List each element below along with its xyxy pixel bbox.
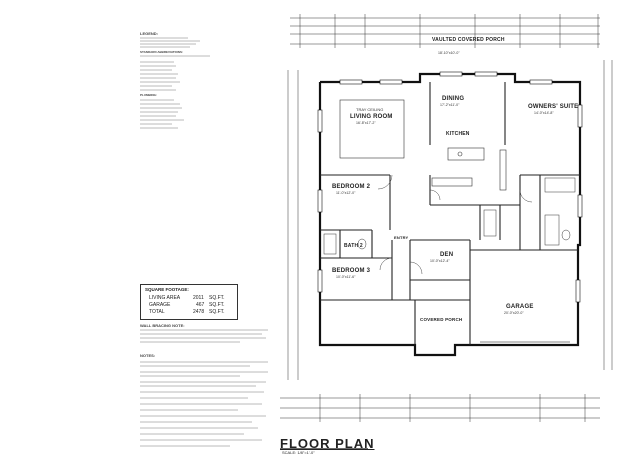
- title-block: FLOOR PLAN: [280, 435, 375, 453]
- plan-title: FLOOR PLAN: [280, 436, 375, 451]
- notes-text-lines: [140, 361, 268, 447]
- room-label-vaulted-porch: VAULTED COVERED PORCH: [432, 37, 505, 43]
- sqft-value-living: 2011: [193, 295, 204, 301]
- room-label-kitchen: KITCHEN: [446, 131, 470, 137]
- sqft-label-total: TOTAL: [149, 309, 165, 315]
- wall-bracing-text-lines: [140, 329, 268, 343]
- plan-scale: SCALE: 1/8"=1'-0": [282, 450, 315, 455]
- bath-fixtures: [323, 177, 576, 255]
- room-label-bedroom-3: BEDROOM 3: [332, 268, 371, 274]
- room-dim-vaulted-porch: 18'-10"x10'-0": [438, 51, 460, 55]
- room-dim-den: 10'-0"x12'-4": [430, 259, 450, 263]
- room-label-entry: ENTRY: [394, 235, 409, 240]
- door-swings: [377, 174, 533, 275]
- room-label-bedroom-2: BEDROOM 2: [332, 184, 371, 190]
- room-dim-bedroom-3: 10'-0"x11'-6": [336, 275, 356, 279]
- sqft-unit-total: SQ.FT.: [209, 309, 225, 315]
- room-sub-living: TRAY CEILING: [356, 107, 384, 112]
- room-label-bath-2: BATH 2: [344, 243, 363, 249]
- room-label-owners-suite: OWNERS' SUITE: [528, 104, 579, 110]
- square-footage-box: SQUARE FOOTAGE: LIVING AREA 2011 SQ.FT. …: [140, 284, 238, 320]
- room-label-den: DEN: [440, 252, 454, 258]
- garage-door: [480, 341, 570, 346]
- square-footage-heading: SQUARE FOOTAGE:: [145, 287, 189, 292]
- sqft-label-living: LIVING AREA: [149, 295, 181, 301]
- sqft-unit-garage: SQ.FT.: [209, 302, 225, 308]
- room-label-covered-porch: COVERED PORCH: [420, 317, 463, 322]
- kitchen-fixtures: [431, 147, 507, 191]
- tray-ceiling-outline: [339, 99, 405, 159]
- wall-bracing-heading: WALL BRACING NOTE:: [140, 323, 185, 328]
- room-label-dining: DINING: [442, 96, 465, 102]
- room-dim-bedroom-2: 11'-0"x12'-0": [336, 191, 356, 195]
- legend-heading: LEGEND:: [140, 31, 158, 36]
- windows: [317, 71, 583, 303]
- sqft-label-garage: GARAGE: [149, 302, 171, 308]
- sqft-unit-living: SQ.FT.: [209, 295, 225, 301]
- abbrev-heading: STANDARD ABBREVIATIONS:: [140, 50, 183, 54]
- notes-heading: NOTES:: [140, 353, 156, 358]
- room-label-living: LIVING ROOM: [350, 114, 393, 120]
- sqft-value-garage: 467: [196, 302, 205, 308]
- room-dim-living: 16'-8"x17'-2": [356, 121, 376, 125]
- plumbing-heading: PLUMBING:: [140, 93, 157, 97]
- room-dim-garage: 20'-0"x20'-0": [504, 311, 524, 315]
- sqft-value-total: 2478: [193, 309, 205, 315]
- room-label-garage: GARAGE: [506, 304, 534, 310]
- dimension-lines: [280, 14, 613, 422]
- room-dim-dining: 17'-2"x11'-0": [440, 103, 460, 107]
- legend-text-lines: [140, 37, 210, 129]
- room-dim-owners-suite: 14'-0"x14'-8": [534, 111, 554, 115]
- interior-walls: [320, 82, 580, 345]
